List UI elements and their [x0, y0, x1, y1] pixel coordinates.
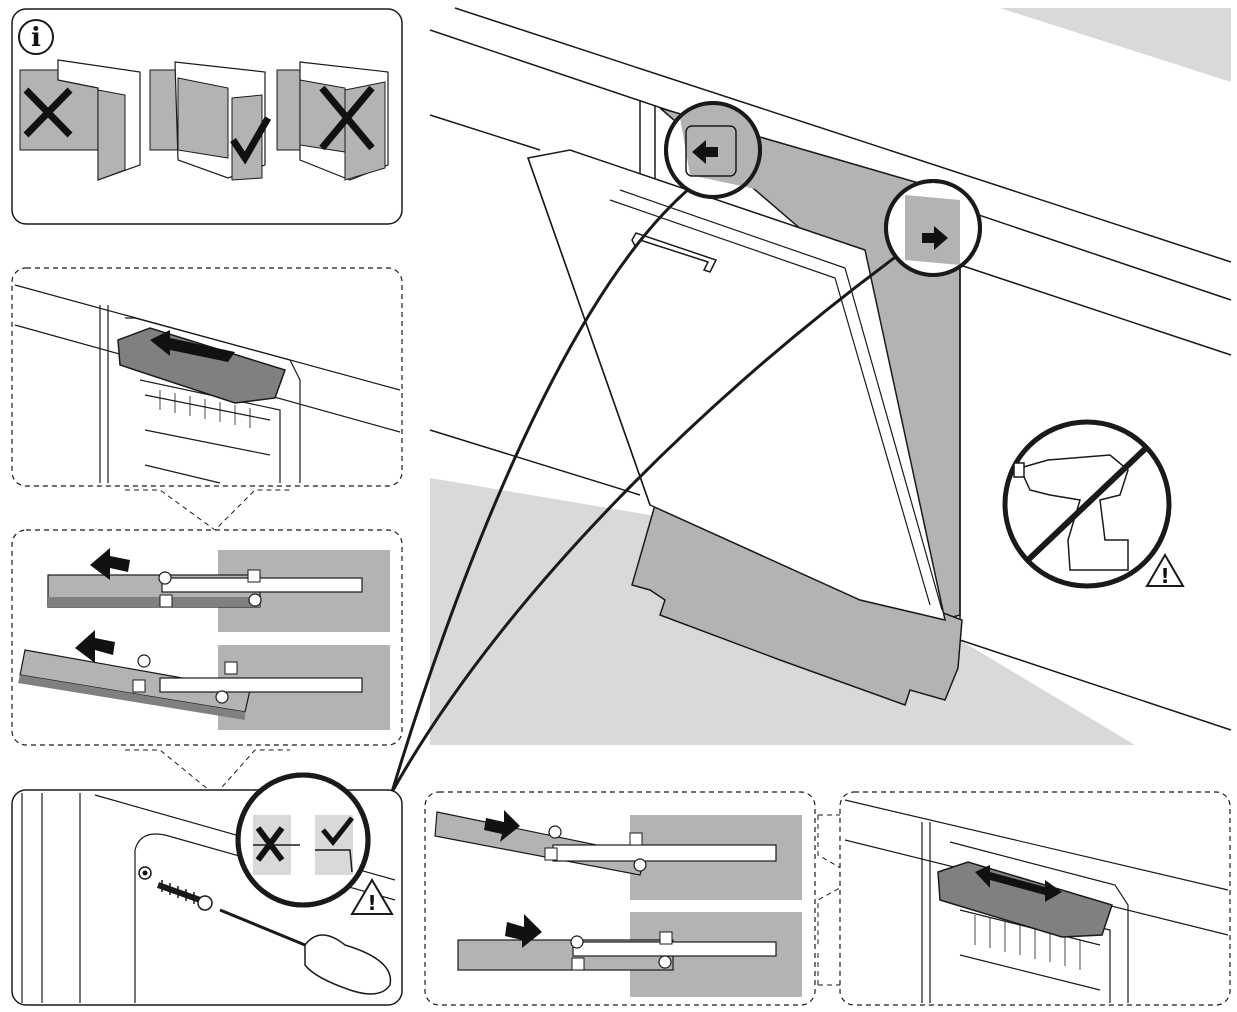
cross-icon	[319, 85, 375, 151]
svg-text:!: !	[1160, 564, 1169, 588]
hinge-open-detail	[11, 267, 403, 487]
engage-step-1	[434, 810, 802, 900]
screw-magnifier	[235, 772, 371, 908]
hinge-engage-steps	[424, 791, 816, 1006]
wall-top-right	[1000, 8, 1231, 82]
screwdriver-icon	[219, 908, 392, 995]
hinge-cover	[937, 861, 1113, 938]
countertop-lines	[429, 7, 1232, 731]
release-step-1	[47, 548, 390, 632]
svg-text:i: i	[31, 23, 41, 53]
svg-text:!: !	[367, 891, 376, 915]
arrow-right-icon	[484, 810, 520, 842]
check-icon	[230, 116, 272, 165]
arrow-left-icon	[90, 548, 130, 580]
double-arrow-icon	[975, 865, 1062, 902]
arrow-left-icon	[692, 140, 718, 164]
arrow-left-icon	[75, 630, 115, 663]
warning-icon: !	[1145, 553, 1185, 588]
info-panel: i	[11, 8, 403, 225]
info-icon: i	[18, 19, 54, 55]
connector-top	[125, 489, 290, 531]
warning-icon: !	[350, 878, 394, 915]
appliance-variant-3	[276, 61, 389, 181]
cross-icon	[23, 87, 73, 138]
appliance-variant-2	[149, 61, 272, 181]
callout-lines	[390, 186, 906, 793]
up-arrow-icon	[150, 330, 235, 362]
arrow-right-icon	[922, 226, 948, 250]
cross-icon	[255, 826, 285, 862]
screw-detail: !	[11, 772, 403, 1006]
no-drill-icon	[1002, 419, 1172, 589]
arrow-right-icon	[505, 914, 542, 948]
hinge-release-steps	[11, 529, 403, 746]
main-scene: !	[390, 7, 1232, 793]
screw-icon	[156, 880, 213, 911]
release-step-2	[18, 630, 390, 730]
kick-plate	[631, 504, 963, 706]
engage-step-2	[457, 912, 802, 997]
callout-right	[884, 179, 982, 277]
hinge-close-detail	[839, 791, 1231, 1006]
check-icon	[321, 816, 354, 846]
appliance-variant-1	[19, 59, 141, 181]
callout-left	[664, 101, 762, 199]
connector-right	[817, 814, 860, 986]
